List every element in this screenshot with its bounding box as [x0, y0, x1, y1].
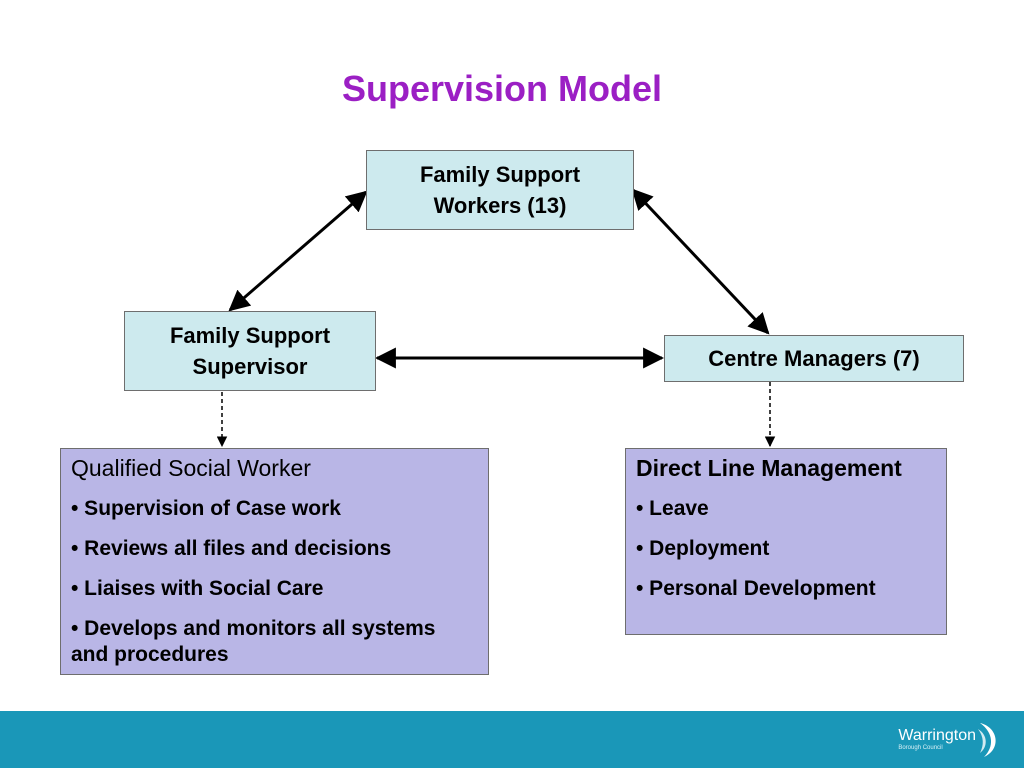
- page-title: Supervision Model: [341, 68, 663, 109]
- list-item: • Personal Development: [636, 577, 876, 600]
- direct-line-management-box: Direct Line Management • Leave • Deploym…: [625, 448, 947, 635]
- footer-bar: Warrington Borough Council: [0, 711, 1024, 768]
- family-support-supervisor-box: Family Support Supervisor: [124, 311, 376, 391]
- list-item: • Reviews all files and decisions: [71, 537, 392, 560]
- qualified-social-worker-box: Qualified Social Worker • Supervision of…: [60, 448, 489, 675]
- line-management-heading: Direct Line Management: [636, 455, 902, 481]
- logo-sub: Borough Council: [898, 745, 943, 751]
- list-item: • Develops and monitors all systems and …: [71, 617, 436, 666]
- arrow-workers-managers: [631, 188, 770, 335]
- swoosh-icon: [978, 723, 996, 757]
- social-worker-list: • Supervision of Case work • Reviews all…: [71, 496, 478, 668]
- family-support-workers-box: Family Support Workers (13): [366, 150, 634, 230]
- list-item: • Leave: [636, 497, 709, 520]
- social-worker-heading: Qualified Social Worker: [71, 455, 311, 481]
- list-item: • Deployment: [636, 537, 770, 560]
- list-item: • Liaises with Social Care: [71, 577, 324, 600]
- workers-line1: Family Support: [419, 162, 581, 187]
- managers-label: Centre Managers (7): [708, 346, 920, 371]
- arrow-workers-supervisor: [228, 190, 368, 312]
- list-item: • Supervision of Case work: [71, 497, 341, 520]
- centre-managers-box: Centre Managers (7): [664, 335, 964, 382]
- line-management-list: • Leave • Deployment • Personal Developm…: [636, 496, 936, 602]
- warrington-logo: Warrington Borough Council: [898, 721, 1002, 759]
- supervisor-line1: Family Support: [169, 323, 331, 348]
- workers-line2: Workers (13): [433, 193, 567, 218]
- logo-name: Warrington: [898, 727, 976, 744]
- supervisor-line2: Supervisor: [192, 354, 308, 379]
